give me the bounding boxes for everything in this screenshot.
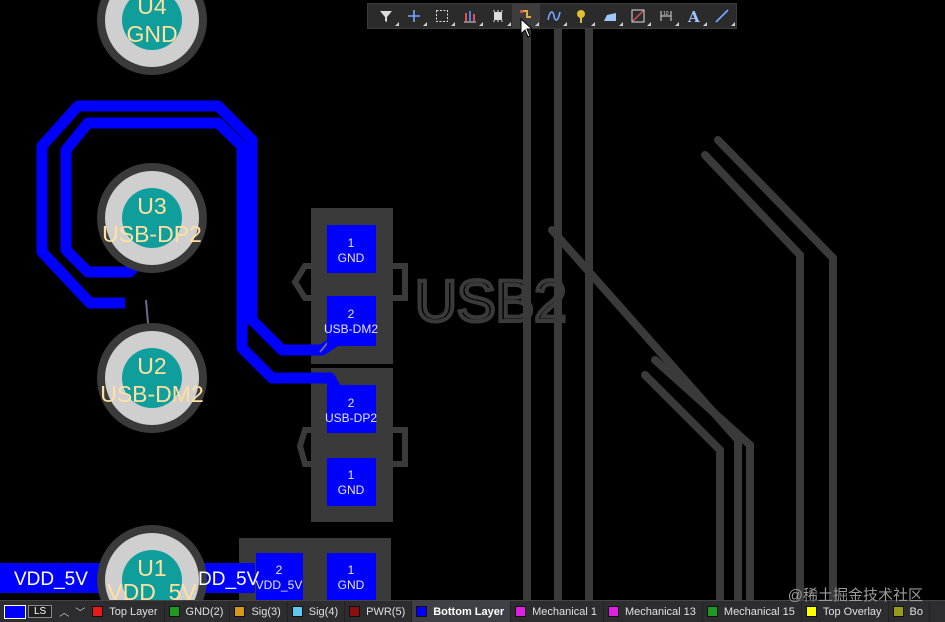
pad-u4-net: GND <box>126 21 177 47</box>
layer-color-swatch <box>234 606 246 617</box>
smd-pad-6-net: GND <box>338 578 365 592</box>
align-button[interactable] <box>456 4 484 28</box>
vdd-track <box>0 563 106 593</box>
layer-tab-sig-4[interactable]: Sig(4) <box>288 601 346 622</box>
component-button[interactable] <box>484 4 512 28</box>
layer-color-swatch <box>805 606 817 617</box>
pad-u2-net: USB-DM2 <box>100 381 204 407</box>
via-button[interactable] <box>568 4 596 28</box>
layer-color-swatch <box>349 606 361 617</box>
layer-color-swatch <box>168 606 180 617</box>
layer-tab-label: Top Overlay <box>822 605 882 618</box>
layer-color-swatch <box>416 606 428 617</box>
net-label-vdd-2: DD_5V <box>198 569 260 590</box>
layer-tab-label: Bottom Layer <box>433 605 505 618</box>
layer-tab-gnd-2[interactable]: GND(2) <box>165 601 231 622</box>
route-icon <box>520 10 531 18</box>
smd-pad-6-num: 1 <box>348 563 355 577</box>
layer-tab-top-overlay[interactable]: Top Overlay <box>802 601 889 622</box>
text-button[interactable]: A <box>680 4 708 28</box>
pcb-canvas[interactable]: USB2 U4 GND U3 USB-DP2 U2 USB-DM2 U1 VDD… <box>0 0 945 600</box>
layer-tab-label: Mechanical 15 <box>723 605 795 618</box>
layer-tab-label: PWR(5) <box>366 605 406 618</box>
chevron-up-icon[interactable]: ︿ <box>59 608 70 619</box>
layer-tab-mechanical-13[interactable]: Mechanical 13 <box>604 601 703 622</box>
smd-pad-1-net: GND <box>338 251 365 265</box>
line-icon <box>715 9 729 23</box>
mouse-cursor-icon <box>520 18 534 38</box>
route-button[interactable] <box>512 4 540 28</box>
smd-pad-5-net: VDD_5V <box>256 578 303 592</box>
layer-tab-sig-3[interactable]: Sig(3) <box>230 601 288 622</box>
round-pads <box>97 0 207 600</box>
move-button[interactable] <box>400 4 428 28</box>
layer-tab-bo[interactable]: Bo <box>889 601 931 622</box>
layer-color-swatch <box>92 606 104 617</box>
layer-color-swatch <box>706 606 718 617</box>
region-button[interactable] <box>624 4 652 28</box>
floating-toolbar: 10 A <box>367 3 737 29</box>
align-icon <box>464 11 476 23</box>
layer-tab-bottom-layer[interactable]: Bottom Layer <box>412 601 512 622</box>
layer-set-label: LS <box>28 605 53 618</box>
line-button[interactable] <box>708 4 736 28</box>
layer-tab-top-layer[interactable]: Top Layer <box>88 601 165 622</box>
pad-u3-designator: U3 <box>137 193 166 219</box>
pad-u1-net: VDD_5V <box>107 579 197 600</box>
svg-text:A: A <box>687 8 700 24</box>
chevron-down-icon[interactable]: ﹀ <box>75 608 86 619</box>
net-label-vdd: VDD_5V <box>14 569 88 590</box>
current-layer-swatch <box>4 604 26 619</box>
diff-pair-icon <box>547 11 561 21</box>
polygon-button[interactable] <box>596 4 624 28</box>
layer-tab-mechanical-15[interactable]: Mechanical 15 <box>703 601 802 622</box>
region-icon <box>631 9 645 23</box>
watermark: @稀土掘金技术社区 <box>787 587 923 604</box>
layer-color-swatch <box>515 606 527 617</box>
smd-pad-3-net: USB-DP2 <box>325 411 377 425</box>
smd-pad-3-num: 2 <box>348 396 355 410</box>
smd-pad-4-net: GND <box>338 483 365 497</box>
select-box-icon <box>436 10 448 22</box>
layer-tab-label: Mechanical 1 <box>532 605 597 618</box>
smd-pad-1-num: 1 <box>348 236 355 250</box>
layer-tab-mechanical-1[interactable]: Mechanical 1 <box>511 601 604 622</box>
layer-tab-bar: LS ︿ ﹀ Top Layer GND(2) Sig(3) Sig(4) PWR(5)… <box>0 600 945 622</box>
layer-tab-label: Top Layer <box>109 605 158 618</box>
filter-button[interactable] <box>372 4 400 28</box>
layer-tab-label: Sig(3) <box>251 605 281 618</box>
layer-tab-label: Mechanical 13 <box>624 605 696 618</box>
polygon-icon <box>604 13 616 21</box>
pad-u3-net: USB-DP2 <box>102 221 202 247</box>
smd-pad-2-num: 2 <box>348 307 355 321</box>
component-icon <box>493 10 503 22</box>
pad-u4-designator: U4 <box>137 0 167 19</box>
smd-pad-4-num: 1 <box>348 468 355 482</box>
filter-icon <box>380 11 392 22</box>
svg-text:10: 10 <box>663 11 669 17</box>
layer-tab-label: Bo <box>909 605 924 618</box>
layer-tab-pwr-5[interactable]: PWR(5) <box>345 601 413 622</box>
smd-pad-2-net: USB-DM2 <box>324 322 378 336</box>
layer-color-swatch <box>892 606 904 617</box>
designator-usb2: USB2 <box>415 269 567 334</box>
smd-pad-5-num: 2 <box>276 563 283 577</box>
dimension-button[interactable]: 10 <box>652 4 680 28</box>
diff-pair-button[interactable] <box>540 4 568 28</box>
layer-set[interactable]: LS <box>0 601 56 622</box>
text-icon: A <box>687 8 700 24</box>
layer-color-swatch <box>607 606 619 617</box>
crosshair-icon <box>408 10 420 22</box>
layer-tab-label: GND(2) <box>185 605 224 618</box>
pad-u1-designator: U1 <box>137 555 166 581</box>
layer-tab-label: Sig(4) <box>308 605 339 618</box>
layer-color-swatch <box>291 606 303 617</box>
dimension-icon: 10 <box>660 11 672 21</box>
select-button[interactable] <box>428 4 456 28</box>
pad-u2-designator: U2 <box>137 353 166 379</box>
via-icon <box>577 10 585 23</box>
